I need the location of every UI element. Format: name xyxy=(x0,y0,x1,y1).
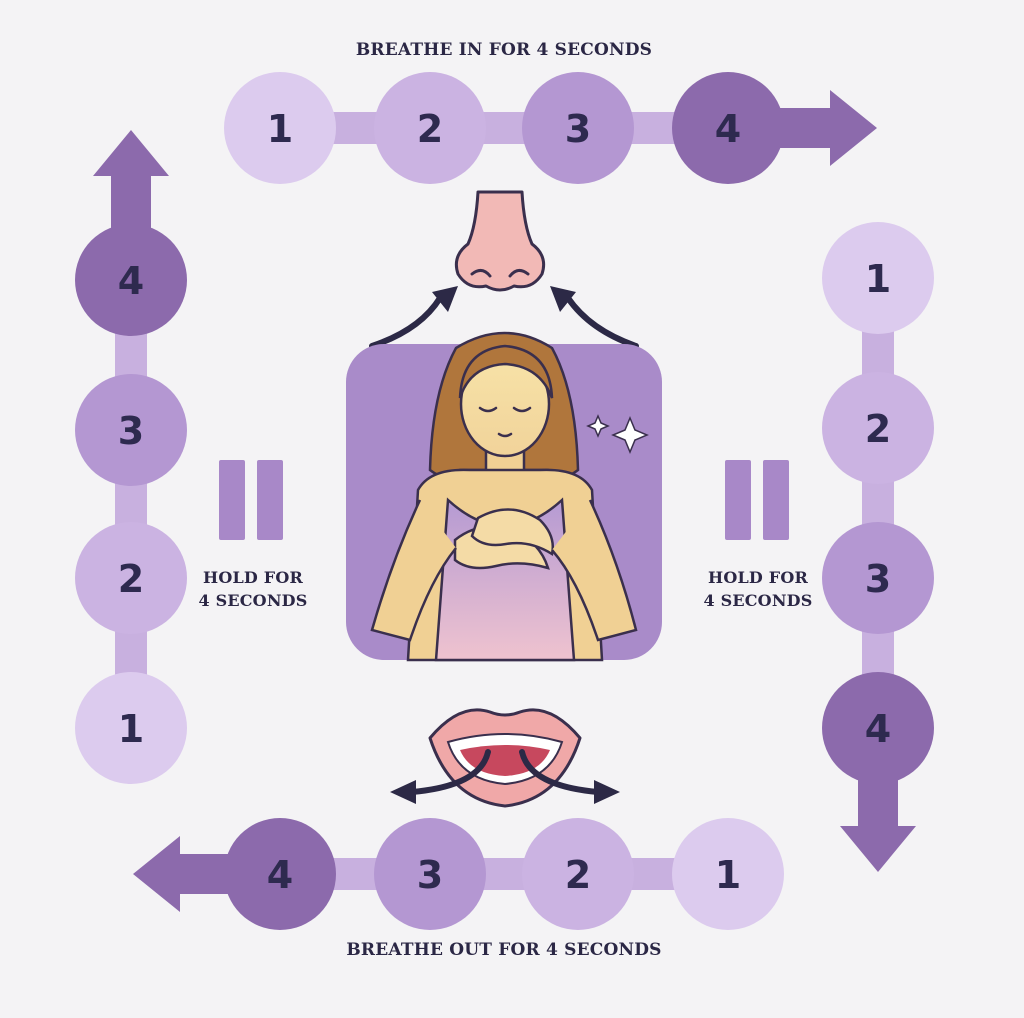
nose-icon xyxy=(454,190,546,292)
left-step-4-label: 4 xyxy=(118,259,144,303)
left-step-3-circle xyxy=(75,374,187,486)
bottom-step-4-circle xyxy=(224,818,336,930)
right-step-1-circle xyxy=(822,222,934,334)
top-step-3-circle xyxy=(522,72,634,184)
bottom-step-row: 4 3 2 1 xyxy=(133,818,784,930)
left-step-1-circle xyxy=(75,672,187,784)
right-step-4-label: 4 xyxy=(865,707,891,751)
top-step-4-circle xyxy=(672,72,784,184)
sparkle-icon xyxy=(586,414,649,454)
left-connector xyxy=(115,280,147,730)
woman-illustration-icon xyxy=(346,331,662,662)
right-step-1-label: 1 xyxy=(865,257,891,301)
top-step-1-circle xyxy=(224,72,336,184)
top-step-2-label: 2 xyxy=(417,107,443,151)
bottom-arrow-left xyxy=(133,836,230,912)
left-step-2-label: 2 xyxy=(118,557,144,601)
bottom-step-2-label: 2 xyxy=(565,853,591,897)
right-step-2-circle xyxy=(822,372,934,484)
hold-right-line-2: 4 SECONDS xyxy=(703,591,813,610)
bottom-step-3-label: 3 xyxy=(417,853,443,897)
left-step-column: 4 3 2 1 xyxy=(75,130,187,784)
top-step-2-circle xyxy=(374,72,486,184)
left-step-4-circle xyxy=(75,224,187,336)
bottom-step-2-circle xyxy=(522,818,634,930)
top-step-row: 1 2 3 4 xyxy=(224,72,877,184)
right-arrow-down xyxy=(840,770,916,872)
breathe-out-caption: BREATHE OUT FOR 4 SECONDS xyxy=(346,940,662,960)
right-step-2-label: 2 xyxy=(865,407,891,451)
right-step-3-label: 3 xyxy=(865,557,891,601)
top-step-3-label: 3 xyxy=(565,107,591,151)
left-step-2-circle xyxy=(75,522,187,634)
right-step-3-circle xyxy=(822,522,934,634)
pause-icon xyxy=(725,460,789,540)
right-step-4-circle xyxy=(822,672,934,784)
bottom-step-1-circle xyxy=(672,818,784,930)
top-step-4-label: 4 xyxy=(715,107,741,151)
pause-icon xyxy=(219,460,283,540)
left-step-1-label: 1 xyxy=(118,707,144,751)
left-arrow-up xyxy=(93,130,169,236)
left-step-3-label: 3 xyxy=(118,409,144,453)
right-connector xyxy=(862,278,894,728)
bottom-step-3-circle xyxy=(374,818,486,930)
top-connector xyxy=(280,112,730,144)
hold-right-caption: HOLD FOR 4 SECONDS xyxy=(688,566,828,612)
mouth-icon xyxy=(428,708,582,808)
hold-right-line-1: HOLD FOR xyxy=(708,568,808,587)
exhale-arrows-icon xyxy=(390,749,620,804)
right-step-column: 1 2 3 4 xyxy=(822,222,934,872)
hold-left-line-2: 4 SECONDS xyxy=(198,591,308,610)
top-step-1-label: 1 xyxy=(267,107,293,151)
bottom-step-4-label: 4 xyxy=(267,853,293,897)
hold-left-line-1: HOLD FOR xyxy=(203,568,303,587)
bottom-connector xyxy=(280,858,730,890)
inhale-arrows-icon xyxy=(369,286,639,349)
breathe-in-caption: BREATHE IN FOR 4 SECONDS xyxy=(355,40,653,60)
top-arrow-right xyxy=(778,90,877,166)
bottom-step-1-label: 1 xyxy=(715,853,741,897)
hold-left-caption: HOLD FOR 4 SECONDS xyxy=(183,566,323,612)
